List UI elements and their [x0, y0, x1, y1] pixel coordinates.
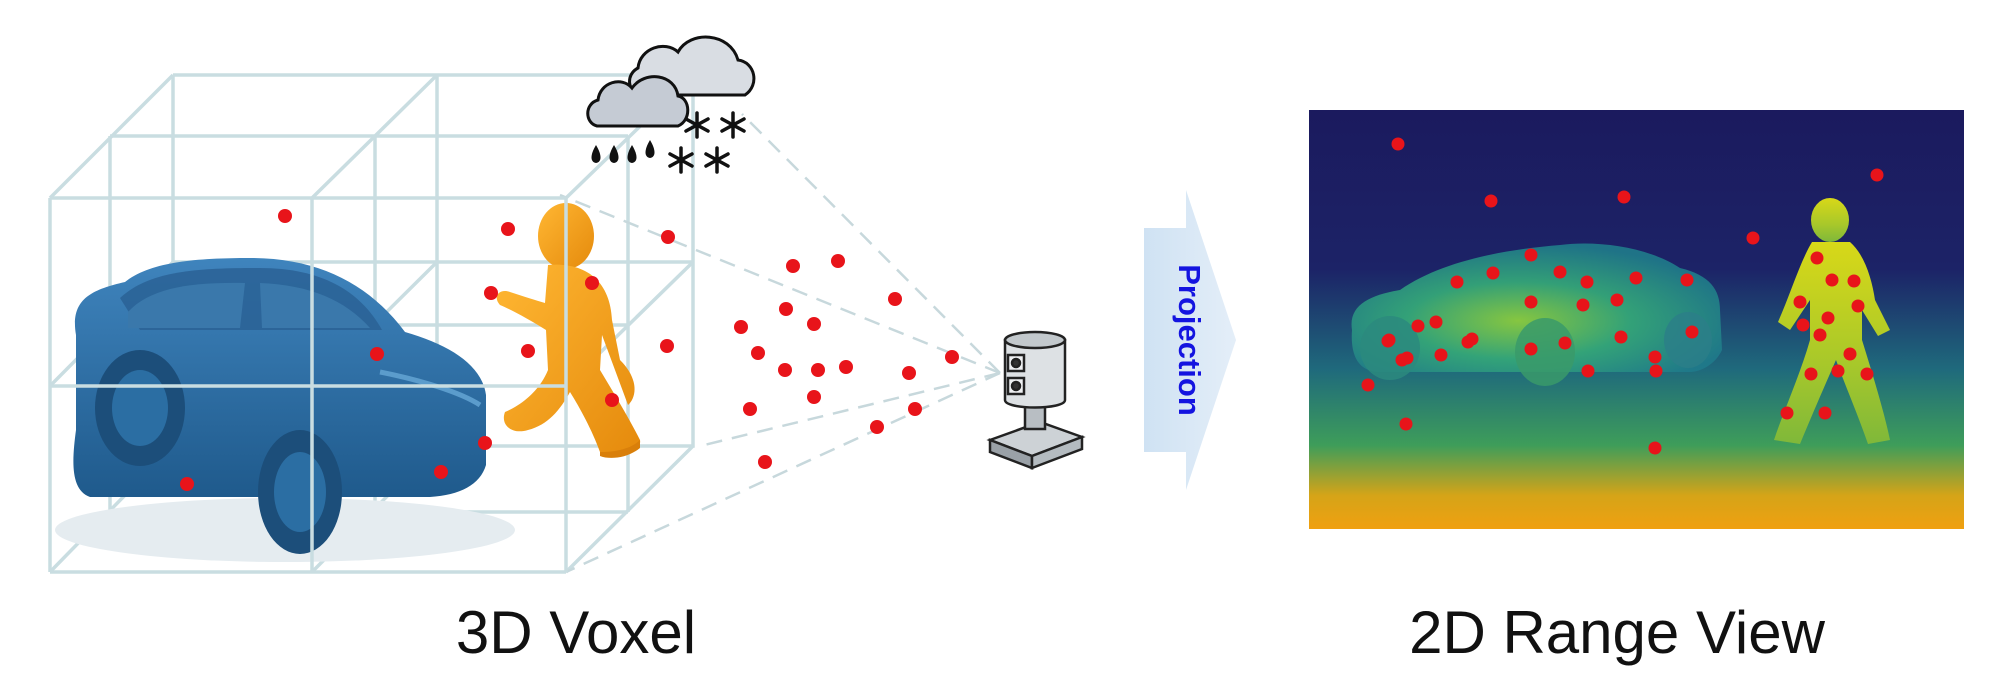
- point-2d-9: [1553, 265, 1567, 279]
- point-3d-18: [839, 360, 853, 374]
- point-2d-10: [1580, 275, 1594, 289]
- point-2d-36: [1825, 273, 1839, 287]
- point-2d-2: [1484, 194, 1498, 208]
- point-2d-40: [1851, 299, 1865, 313]
- point-cloud-2d: [1361, 137, 1884, 455]
- sensor-fov-lines: [559, 113, 1001, 574]
- point-3d-28: [180, 477, 194, 491]
- car-3d: [55, 258, 515, 562]
- point-2d-28: [1685, 325, 1699, 339]
- point-3d-7: [831, 254, 845, 268]
- point-2d-29: [1361, 378, 1375, 392]
- point-3d-19: [902, 366, 916, 380]
- point-2d-12: [1680, 273, 1694, 287]
- point-3d-20: [945, 350, 959, 364]
- range-car-silhouette: [1351, 243, 1722, 372]
- point-2d-37: [1847, 274, 1861, 288]
- point-2d-39: [1821, 311, 1835, 325]
- point-2d-30: [1395, 353, 1409, 367]
- point-2d-47: [1780, 406, 1794, 420]
- point-2d-24: [1524, 342, 1538, 356]
- point-2d-11: [1629, 271, 1643, 285]
- point-3d-24: [870, 420, 884, 434]
- point-2d-35: [1810, 251, 1824, 265]
- point-2d-14: [1576, 298, 1590, 312]
- point-3d-17: [778, 363, 792, 377]
- point-2d-46: [1860, 367, 1874, 381]
- point-2d-3: [1617, 190, 1631, 204]
- point-3d-25: [605, 393, 619, 407]
- point-3d-11: [807, 317, 821, 331]
- point-3d-27: [434, 465, 448, 479]
- point-2d-44: [1804, 367, 1818, 381]
- point-3d-23: [908, 402, 922, 416]
- point-2d-42: [1813, 328, 1827, 342]
- point-3d-12: [660, 339, 674, 353]
- point-3d-22: [743, 402, 757, 416]
- point-2d-18: [1429, 315, 1443, 329]
- voxel-grid-front: [48, 196, 568, 574]
- point-2d-38: [1793, 295, 1807, 309]
- point-3d-29: [758, 455, 772, 469]
- point-3d-14: [521, 344, 535, 358]
- point-2d-31: [1581, 364, 1595, 378]
- point-2d-22: [1382, 333, 1396, 347]
- point-2d-41: [1796, 318, 1810, 332]
- point-3d-3: [661, 230, 675, 244]
- point-3d-15: [370, 347, 384, 361]
- point-2d-5: [1746, 231, 1760, 245]
- point-2d-45: [1831, 364, 1845, 378]
- point-3d-10: [734, 320, 748, 334]
- point-3d-13: [751, 346, 765, 360]
- range-pedestrian-silhouette: [1774, 198, 1890, 444]
- point-3d-1: [278, 209, 292, 223]
- point-cloud-3d: [180, 209, 959, 491]
- projection-arrow: [1144, 190, 1236, 490]
- projection-label: Projection: [1172, 264, 1207, 416]
- point-2d-15: [1610, 293, 1624, 307]
- point-2d-8: [1524, 248, 1538, 262]
- point-2d-6: [1450, 275, 1464, 289]
- point-2d-17: [1411, 319, 1425, 333]
- point-3d-2: [501, 222, 515, 236]
- point-2d-7: [1486, 266, 1500, 280]
- point-2d-27: [1648, 350, 1662, 364]
- point-2d-25: [1558, 336, 1572, 350]
- point-2d-4: [1870, 168, 1884, 182]
- point-2d-32: [1649, 364, 1663, 378]
- point-2d-20: [1434, 348, 1448, 362]
- point-3d-26: [478, 436, 492, 450]
- point-2d-33: [1399, 417, 1413, 431]
- point-2d-43: [1843, 347, 1857, 361]
- point-3d-6: [786, 259, 800, 273]
- caption-2d-range-view: 2D Range View: [1409, 599, 1825, 666]
- point-2d-1: [1391, 137, 1405, 151]
- point-3d-9: [779, 302, 793, 316]
- point-3d-5: [484, 286, 498, 300]
- point-2d-48: [1818, 406, 1832, 420]
- pedestrian-3d: [496, 203, 641, 458]
- lidar-sensor-icon: [986, 330, 1086, 470]
- point-3d-21: [807, 390, 821, 404]
- point-3d-4: [585, 276, 599, 290]
- point-2d-26: [1614, 330, 1628, 344]
- point-3d-8: [888, 292, 902, 306]
- point-3d-16: [811, 363, 825, 377]
- cloud-rain-snow-icon: [586, 35, 756, 174]
- point-2d-34: [1648, 441, 1662, 455]
- range-view-panel: [1309, 110, 1964, 529]
- caption-3d-voxel: 3D Voxel: [455, 599, 697, 666]
- point-2d-13: [1524, 295, 1538, 309]
- point-2d-23: [1465, 332, 1479, 346]
